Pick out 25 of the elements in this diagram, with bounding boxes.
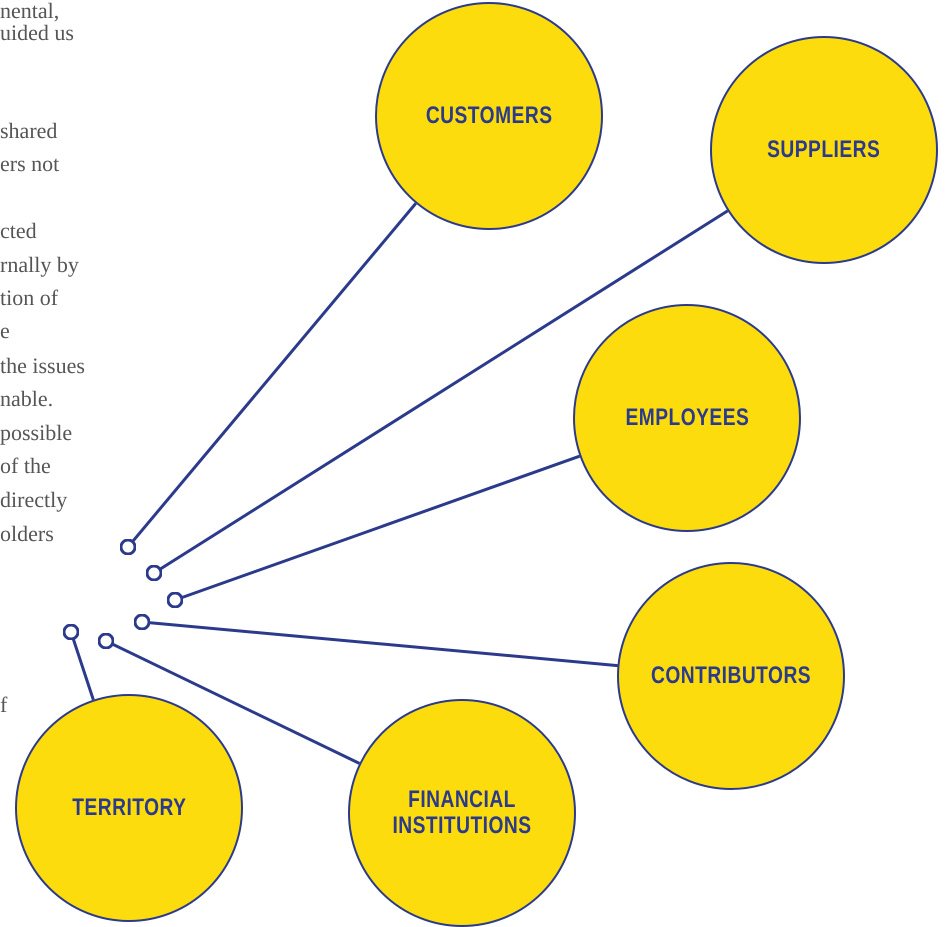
connector-line (134, 614, 618, 668)
connector-line (62, 624, 95, 700)
paragraph-text-fragment: e (0, 317, 10, 345)
stakeholder-label: TERRITORY (72, 795, 186, 821)
paragraph-text-fragment: possible (0, 419, 72, 447)
connector-line (166, 454, 580, 608)
stakeholder-label: CONTRIBUTORS (650, 663, 812, 689)
stakeholder-label: EMPLOYEES (625, 405, 749, 431)
stakeholder-label: CUSTOMERS (426, 103, 552, 129)
connector-line (120, 202, 417, 556)
paragraph-text-fragment: ers not (0, 150, 60, 178)
paragraph-text-fragment: the issues (0, 352, 85, 380)
paragraph-text-fragment: nable. (0, 385, 54, 413)
paragraph-text-fragment: shared (0, 117, 58, 145)
paragraph-text-fragment: directly (0, 486, 68, 514)
stakeholder-label: FINANCIAL INSTITUTIONS (392, 787, 532, 839)
stakeholder-label: SUPPLIERS (767, 137, 881, 163)
connector-line (146, 210, 728, 582)
paragraph-text-fragment: of the (0, 452, 51, 480)
paragraph-text-fragment: olders (0, 520, 54, 548)
paragraph-text-fragment: cted (0, 217, 37, 245)
paragraph-text-fragment: f (0, 691, 8, 719)
paragraph-text-fragment: tion of (0, 284, 58, 312)
connector-line (98, 632, 360, 765)
paragraph-text-fragment: rnally by (0, 251, 79, 279)
